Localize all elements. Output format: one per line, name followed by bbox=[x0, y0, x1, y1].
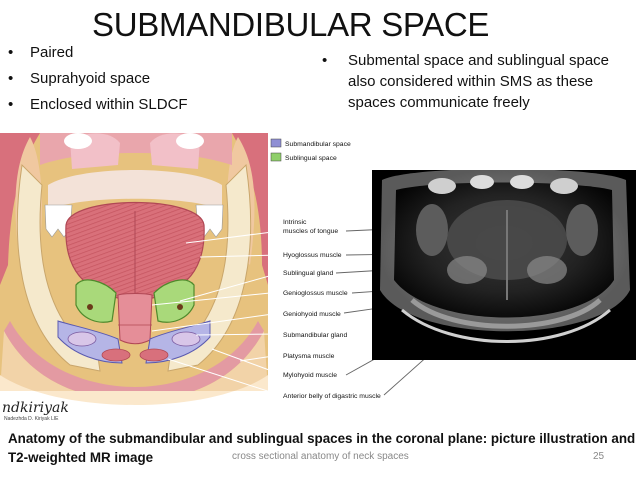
anatomy-illustration: Submandibular space Sublingual space Int… bbox=[0, 133, 501, 405]
mri-scan-graphic bbox=[372, 170, 636, 360]
label-intrinsic-2: muscles of tongue bbox=[283, 228, 338, 235]
legend-label-submandibular: Submandibular space bbox=[285, 141, 351, 148]
label-geniohyoid: Geniohyoid muscle bbox=[283, 311, 341, 318]
page-number: 25 bbox=[593, 451, 605, 462]
label-digastric: Anterior belly of digastric muscle bbox=[283, 393, 381, 400]
label-genioglossus: Genioglossus muscle bbox=[283, 290, 348, 297]
illustrator-signature: ndkiriyak bbox=[2, 400, 69, 416]
bullet-item: Paired bbox=[8, 40, 188, 66]
bullet-right: Submental space and sublingual space als… bbox=[322, 50, 622, 113]
label-platysma: Platysma muscle bbox=[283, 353, 335, 360]
illustrator-mark: LIE bbox=[50, 416, 59, 422]
slide-footer: cross sectional anatomy of neck spaces bbox=[232, 451, 409, 462]
label-hyoglossus: Hyoglossus muscle bbox=[283, 252, 342, 259]
legend-label-sublingual: Sublingual space bbox=[285, 155, 337, 162]
slide-title: SUBMANDIBULAR SPACE bbox=[92, 6, 490, 43]
bullet-list-left: Paired Suprahyoid space Enclosed within … bbox=[8, 40, 188, 118]
bullet-item: Enclosed within SLDCF bbox=[8, 92, 188, 118]
legend-swatch-submandibular bbox=[270, 138, 282, 148]
mri-image bbox=[372, 170, 636, 360]
label-submandibular-gland: Submandibular gland bbox=[283, 332, 347, 339]
legend-swatch-sublingual bbox=[270, 152, 282, 162]
label-intrinsic-1: Intrinsic bbox=[283, 219, 307, 226]
label-sublingual-gland: Sublingual gland bbox=[283, 270, 333, 277]
illustrator-fullname: Nadezhda D. Kiriyak bbox=[4, 416, 50, 422]
illustrator-name: Nadezhda D. Kiriyak LIE bbox=[4, 416, 58, 422]
bullet-item: Suprahyoid space bbox=[8, 66, 188, 92]
figure-caption: Anatomy of the submandibular and subling… bbox=[8, 431, 636, 465]
label-mylohyoid: Mylohyoid muscle bbox=[283, 372, 337, 379]
